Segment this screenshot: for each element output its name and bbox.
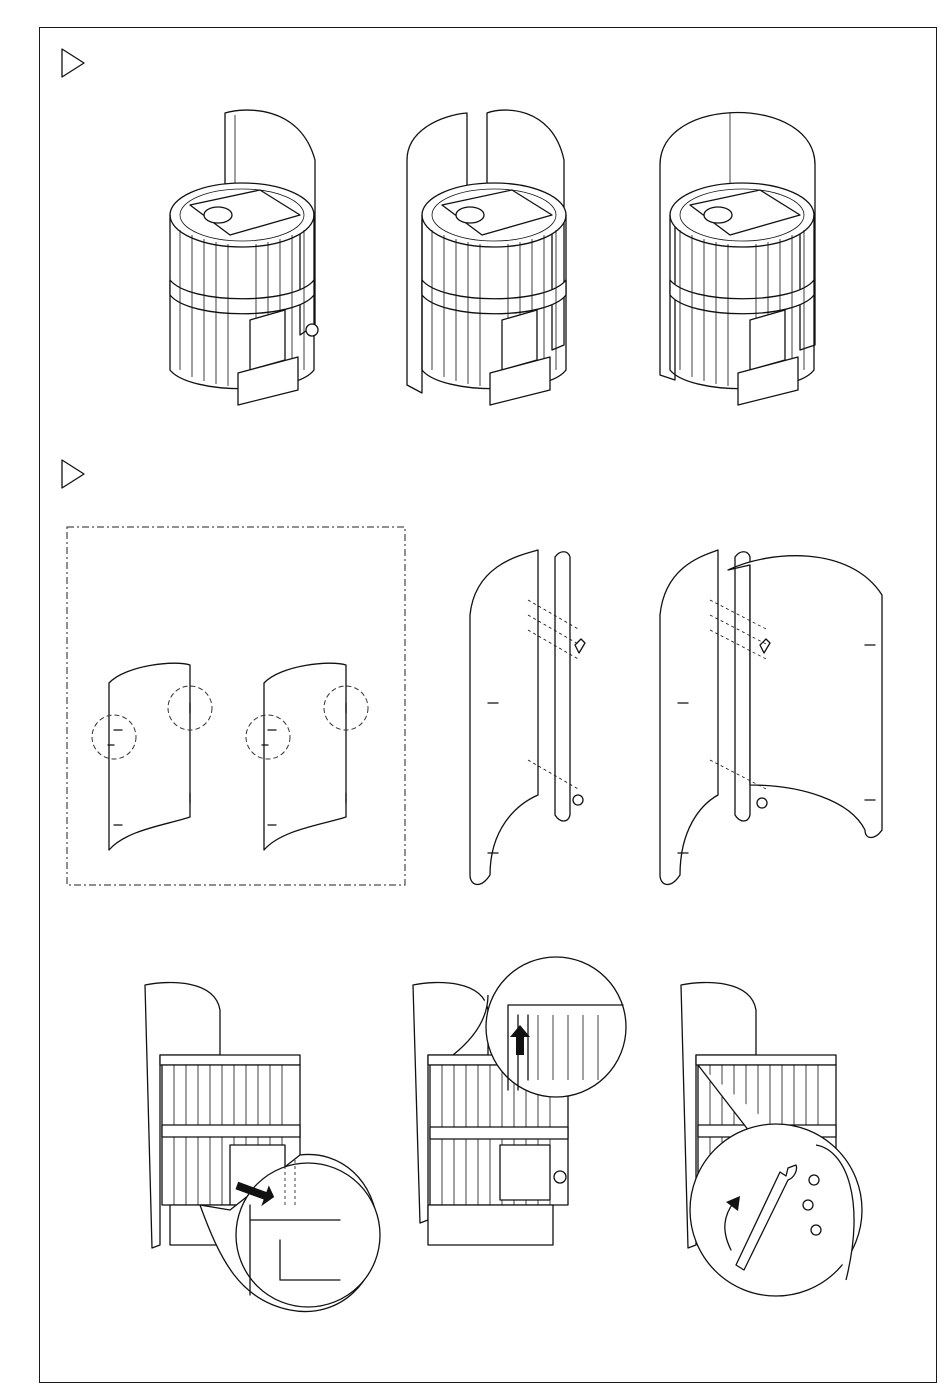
step-marker-2-icon <box>58 457 88 491</box>
heater-illustration-3 <box>650 105 830 415</box>
heater-illustration-2 <box>402 105 582 415</box>
heater-illustration-1 <box>150 105 330 415</box>
panel-detail-box <box>66 525 408 889</box>
panel-assembly-joined <box>650 545 890 895</box>
side-view-step-3 <box>676 980 886 1300</box>
step-marker-1-icon <box>58 46 88 80</box>
side-view-step-1 <box>140 980 385 1320</box>
panel-assembly-exploded <box>460 545 600 895</box>
side-view-step-2 <box>408 955 633 1255</box>
